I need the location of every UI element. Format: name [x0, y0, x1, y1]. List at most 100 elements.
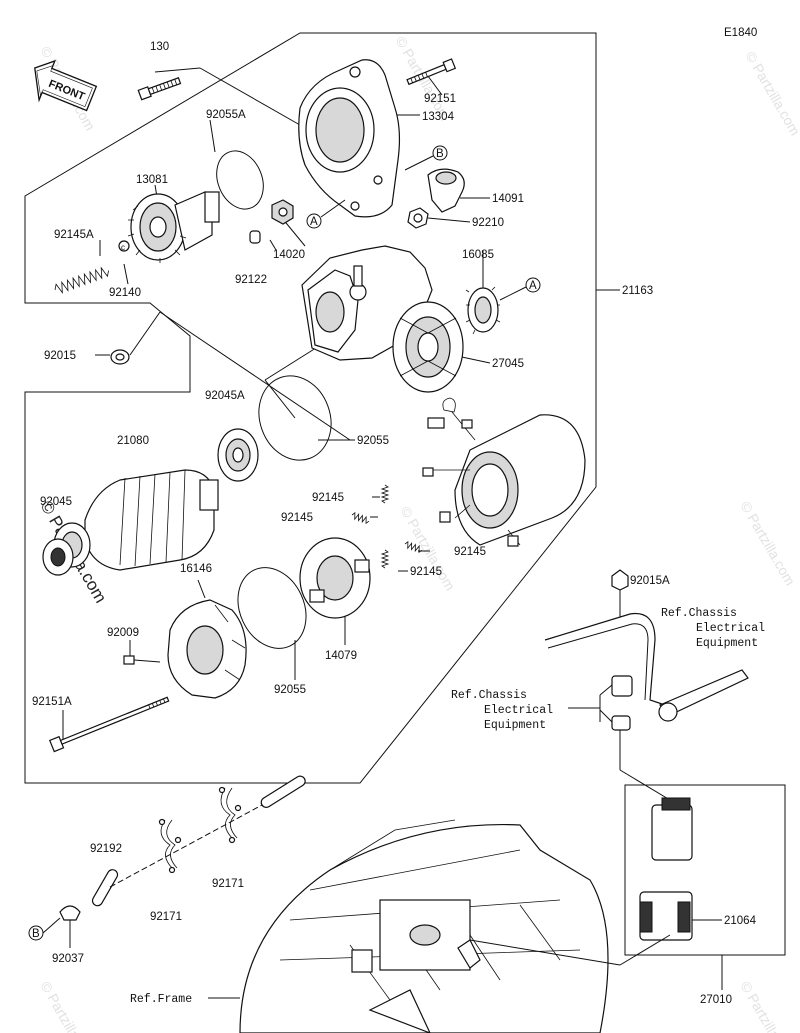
part-label: 16146: [180, 563, 212, 575]
part-label: 27045: [492, 358, 524, 370]
relay-21064: [639, 797, 722, 941]
hairpin-92171-left: [158, 818, 182, 874]
part-label: 21080: [117, 435, 149, 447]
callout-a-upper: A: [306, 199, 346, 229]
watermark: © Partzilla.com: [742, 49, 800, 139]
part-label: 14020: [273, 249, 305, 261]
part-label: 92055A: [206, 109, 246, 121]
watermark: © Partzilla.com: [37, 979, 98, 1033]
hairpin-92171-right: [218, 786, 242, 844]
part-label: 92015: [44, 350, 76, 362]
callout-a-lower: A: [499, 277, 541, 301]
gear-16085: [465, 286, 501, 335]
yoke-assembly: [422, 397, 586, 547]
bolt-130: [137, 77, 182, 101]
part-label: 92122: [235, 274, 267, 286]
spring-92145A: [54, 266, 109, 294]
pin-92122: [249, 230, 261, 244]
part-label: 92151A: [32, 696, 72, 708]
part-label: 16085: [462, 249, 494, 261]
leader-lines: [62, 67, 620, 740]
boot-14091: [427, 168, 465, 213]
nut-92210: [407, 207, 429, 229]
part-label: 92151: [424, 93, 456, 105]
bearing-92045A: [217, 428, 259, 482]
relay-cable-assembly: [544, 569, 749, 801]
callout-label: A: [310, 216, 318, 228]
o-ring-92055-upper: [258, 375, 332, 461]
svg-text:c: c: [121, 243, 125, 252]
ref-frame-label: Ref.Frame: [130, 993, 192, 1006]
part-label: 92015A: [630, 575, 670, 587]
housing-27045: [392, 301, 464, 393]
clip-92140: c: [118, 240, 130, 252]
clamp-92037: [59, 905, 81, 948]
part-label: 21064: [724, 915, 757, 927]
part-label: 92171: [212, 878, 244, 890]
front-arrow-icon: FRONT: [34, 59, 98, 112]
rod-92192: [91, 869, 119, 907]
part-label: 92055: [357, 435, 389, 447]
frame-outline: [239, 819, 609, 1033]
assembly-outline-21163: [24, 32, 597, 784]
part-label: 92210: [472, 217, 504, 229]
callout-label: A: [529, 280, 537, 292]
part-label: 13081: [136, 174, 168, 186]
end-cover-16146: [167, 599, 247, 699]
part-label: 92055: [274, 684, 306, 696]
ref-chassis-label: Ref.Chassis: [661, 607, 737, 620]
watermark: © Partzilla.com: [737, 979, 798, 1033]
leader-relay-frame: [619, 934, 671, 966]
ref-chassis-label: Electrical: [484, 704, 553, 717]
relay-outline-27010: [624, 784, 786, 956]
part-label: 92145A: [54, 229, 94, 241]
part-label: 92171: [150, 911, 182, 923]
ref-chassis-label: Ref.Chassis: [451, 689, 527, 702]
part-label: 92009: [107, 627, 139, 639]
part-label: 14091: [492, 193, 524, 205]
ref-chassis-label: Equipment: [484, 719, 546, 732]
brush-holder-14079: [299, 537, 371, 619]
gear-14020: [271, 199, 294, 225]
part-label: 92037: [52, 953, 84, 965]
spring-92145: [351, 512, 370, 525]
part-label: 92145: [410, 566, 442, 578]
callout-label: B: [32, 928, 40, 940]
part-label: 92145: [281, 512, 313, 524]
watermark: © Partzilla.com: [737, 499, 798, 589]
callout-label: B: [436, 148, 444, 160]
ref-chassis-label: Equipment: [696, 637, 758, 650]
spring-92145: [404, 541, 423, 554]
part-label: 92145: [312, 492, 344, 504]
ref-chassis-label: Electrical: [696, 622, 765, 635]
rod-upper: [260, 775, 306, 808]
housing-13304: [298, 59, 401, 218]
spring-92145: [380, 484, 390, 504]
leader-relay-frame: [469, 939, 621, 966]
washer-92015: [110, 349, 130, 365]
screw-92009: [123, 655, 161, 665]
part-label: 92045: [40, 496, 72, 508]
spring-92145: [380, 549, 390, 569]
part-label: 92045A: [205, 390, 245, 402]
o-ring-92055-lower: [237, 567, 307, 649]
callout-b-lower: B: [28, 917, 61, 941]
part-label: 27010: [700, 994, 732, 1006]
part-label: 92145: [454, 546, 486, 558]
part-label: 21163: [622, 285, 653, 297]
part-label: 130: [150, 41, 169, 53]
assembly-dashed-line: [109, 804, 263, 888]
part-label: 14079: [325, 650, 357, 662]
part-label: 13304: [422, 111, 455, 123]
callout-b-top: B: [404, 145, 448, 171]
bearing-92045: [42, 538, 74, 576]
part-label: 92140: [109, 287, 141, 299]
part-label: 92192: [90, 843, 122, 855]
o-ring-92055A: [216, 150, 264, 210]
armature-21080: [53, 469, 219, 571]
bolt-92151: [406, 58, 457, 86]
bolt-92151A: [48, 696, 170, 753]
gear-assembly-13081: [127, 191, 220, 263]
diagram-code: E1840: [724, 27, 757, 39]
